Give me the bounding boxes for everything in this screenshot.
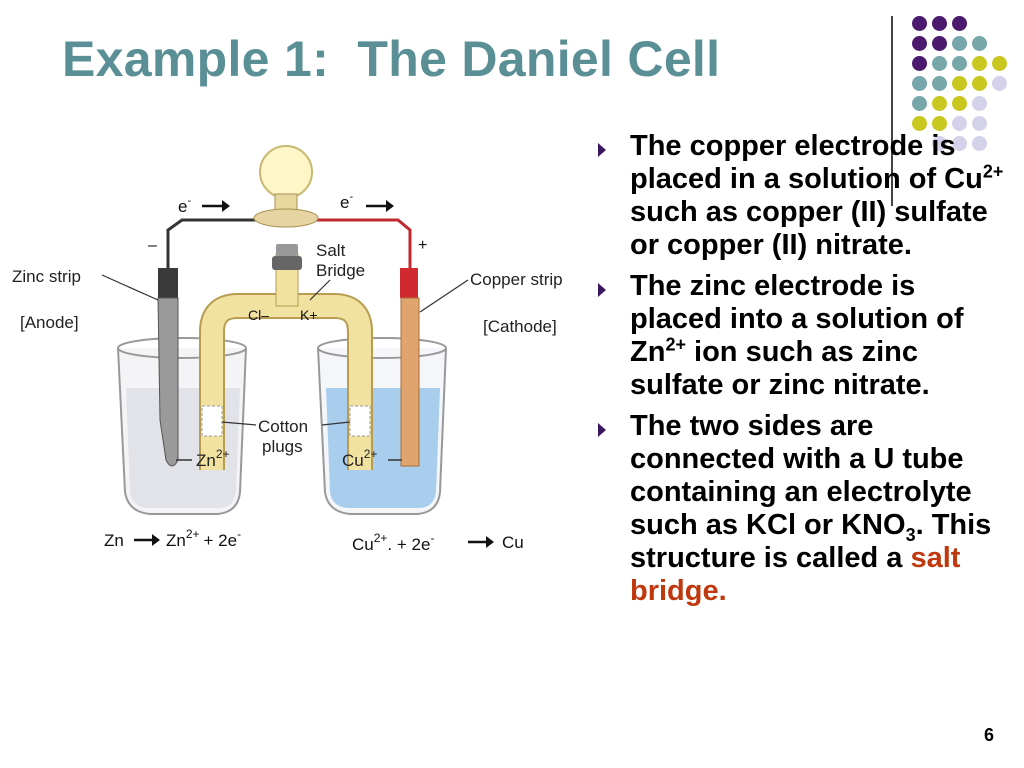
svg-text:Cl–: Cl– xyxy=(248,307,269,323)
svg-text:Cu: Cu xyxy=(502,533,524,552)
zinc-electrode xyxy=(157,268,179,467)
svg-text:Bridge: Bridge xyxy=(316,261,365,280)
page-number: 6 xyxy=(984,725,995,745)
salt-bridge xyxy=(199,244,373,470)
bullet-item: The zinc electrode is placed into a solu… xyxy=(598,270,1008,402)
decorative-dot xyxy=(912,76,927,91)
anode-half-reaction: Zn Zn2++ 2e- xyxy=(104,527,241,550)
svg-text:–: – xyxy=(148,237,157,254)
svg-text:[Anode]: [Anode] xyxy=(20,313,79,332)
svg-text:Salt: Salt xyxy=(316,241,346,260)
decorative-dot xyxy=(972,76,987,91)
bullet-item: The copper electrode is placed in a solu… xyxy=(598,130,1008,262)
bullet-item: The two sides are connected with a U tub… xyxy=(598,410,1008,608)
decorative-dot xyxy=(912,116,927,131)
decorative-dot xyxy=(932,136,947,151)
decorative-dot xyxy=(912,96,927,111)
decorative-dot xyxy=(932,116,947,131)
decorative-dot xyxy=(952,16,967,31)
decorative-dot xyxy=(932,96,947,111)
bullet-arrow-icon xyxy=(598,423,606,437)
decorative-dot xyxy=(972,96,987,111)
decorative-dot xyxy=(992,56,1007,71)
decorative-dot xyxy=(972,116,987,131)
decorative-dot xyxy=(972,36,987,51)
left-wire xyxy=(166,218,260,288)
svg-text:K+: K+ xyxy=(300,307,318,323)
svg-text:[Cathode]: [Cathode] xyxy=(483,317,557,336)
svg-text:Cotton: Cotton xyxy=(258,417,308,436)
decorative-dot xyxy=(932,76,947,91)
right-wire xyxy=(312,218,412,268)
salt-bridge-highlight: salt bridge. xyxy=(630,542,961,607)
decorative-dot xyxy=(932,36,947,51)
decorative-dot xyxy=(952,96,967,111)
svg-text:plugs: plugs xyxy=(262,437,303,456)
svg-text:e-: e- xyxy=(340,191,353,212)
copper-electrode xyxy=(400,268,420,467)
slide-title: Example 1: The Daniel Cell xyxy=(62,31,721,87)
decorative-dot xyxy=(952,36,967,51)
svg-text:Copper strip: Copper strip xyxy=(470,270,563,289)
bullet-arrow-icon xyxy=(598,143,606,157)
svg-text:Zn2++ 2e-: Zn2++ 2e- xyxy=(166,527,241,550)
electron-arrow-right: e- xyxy=(340,191,394,212)
bullet-arrow-icon xyxy=(598,283,606,297)
svg-text:Cu2+: Cu2+ xyxy=(342,447,377,470)
decorative-dot xyxy=(952,136,967,151)
left-beaker xyxy=(117,337,247,515)
decorative-dot xyxy=(952,116,967,131)
electron-arrow-left: e- xyxy=(178,195,230,216)
decorative-dot xyxy=(972,136,987,151)
svg-text:Zinc strip: Zinc strip xyxy=(12,267,81,286)
decorative-dot xyxy=(952,76,967,91)
corner-divider xyxy=(891,16,893,206)
decorative-dot xyxy=(972,56,987,71)
bullet-list: The copper electrode is placed in a solu… xyxy=(598,130,1008,616)
svg-text:Cu2+. + 2e-: Cu2+. + 2e- xyxy=(352,531,434,554)
cathode-half-reaction: Cu2+. + 2e- Cu xyxy=(352,531,524,554)
right-beaker xyxy=(317,337,447,515)
decorative-dot xyxy=(912,36,927,51)
svg-text:Zn2+: Zn2+ xyxy=(196,447,230,470)
daniel-cell-diagram: e- e- – + Cl– K+ Zinc str xyxy=(12,145,563,554)
decorative-dot xyxy=(932,16,947,31)
decorative-dot xyxy=(992,76,1007,91)
decorative-dot xyxy=(952,56,967,71)
decorative-dot xyxy=(932,56,947,71)
svg-text:+: + xyxy=(418,237,427,254)
svg-text:Zn: Zn xyxy=(104,531,124,550)
light-bulb xyxy=(253,145,319,228)
svg-text:e-: e- xyxy=(178,195,191,216)
decorative-dot xyxy=(912,56,927,71)
decorative-dot xyxy=(912,16,927,31)
